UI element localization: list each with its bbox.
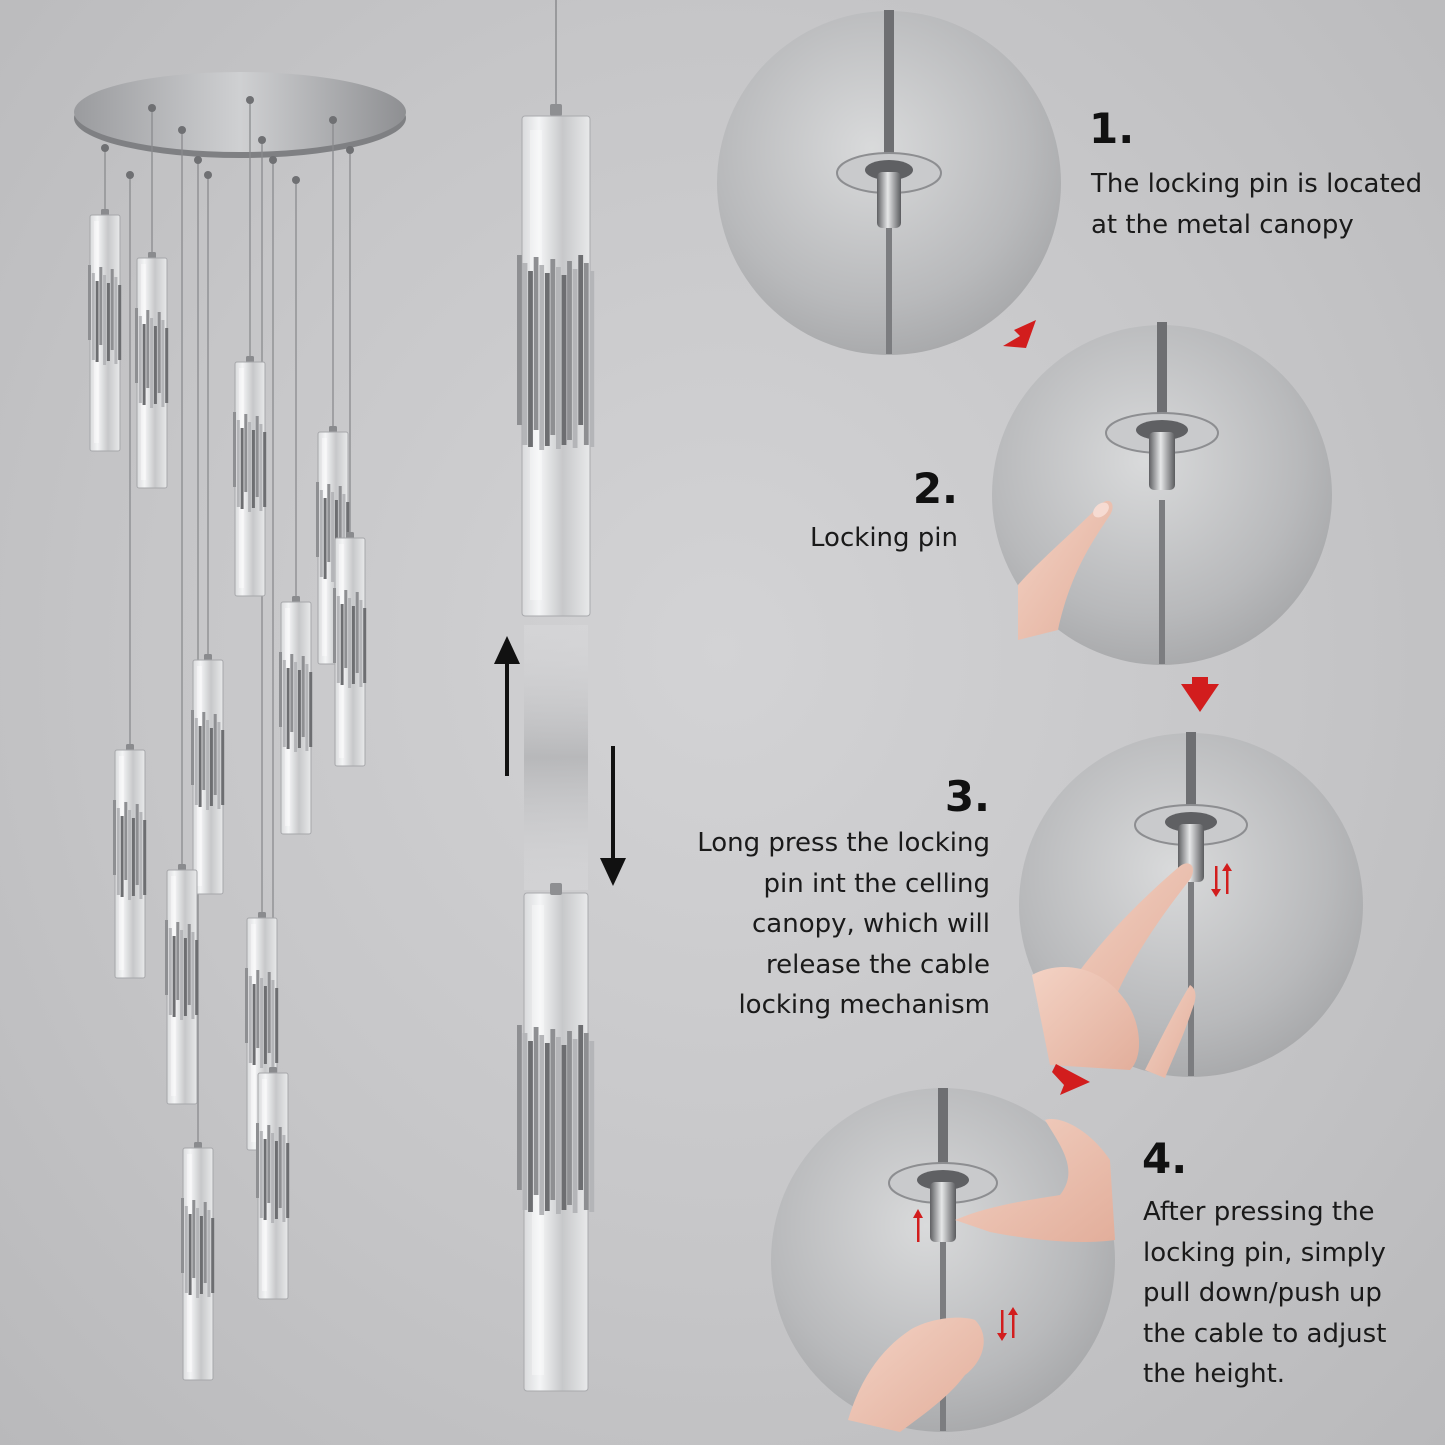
chandelier-pendant — [333, 532, 367, 767]
step-3-description: Long press the locking pin int the celli… — [697, 823, 990, 1026]
arrow-up-icon — [494, 636, 520, 776]
chandelier-pendant — [88, 209, 122, 452]
pendant-height-demo — [517, 0, 595, 1392]
step-3-line: pin int the celling — [763, 868, 990, 899]
step-4-line: locking pin, simply — [1143, 1237, 1386, 1268]
chandelier-pendant — [165, 864, 199, 1105]
chandelier-image — [74, 72, 406, 1381]
step-4-number: 4. — [1142, 1134, 1188, 1183]
chandelier-pendant — [233, 356, 267, 597]
step-4-line: pull down/push up — [1143, 1278, 1382, 1308]
step-4-line: the cable to adjust — [1143, 1318, 1387, 1349]
step-1-number: 1. — [1089, 104, 1135, 153]
step-4-line: the height. — [1143, 1359, 1286, 1389]
chandelier-pendant — [113, 744, 147, 979]
step-3-line: canopy, which will — [752, 909, 990, 939]
step-2-image — [992, 322, 1332, 665]
step-1-line: at the metal canopy — [1091, 209, 1354, 240]
step-2-number: 2. — [912, 464, 958, 513]
chandelier-pendant — [191, 654, 225, 895]
up-down-adjust-icon — [1211, 863, 1232, 897]
chandelier-pendant — [135, 252, 169, 489]
arrow-down-icon — [600, 746, 626, 886]
step-3-line: Long press the locking — [697, 828, 990, 858]
red-flow-arrow-icon — [1003, 320, 1219, 1095]
step-4-image — [771, 1088, 1115, 1432]
chandelier-pendant — [256, 1067, 290, 1300]
step-2-description: Locking pin — [810, 518, 958, 559]
step-3-line: locking mechanism — [738, 990, 990, 1020]
up-adjust-icon — [913, 1209, 923, 1242]
chandelier-pendant — [279, 596, 313, 835]
chandelier-pendant — [181, 1142, 215, 1381]
step-3-line: release the cable — [766, 949, 990, 980]
step-3-number: 3. — [944, 772, 990, 821]
up-down-adjust-icon — [997, 1307, 1018, 1341]
step-1-line: The locking pin is located — [1091, 169, 1423, 199]
step-1-image — [717, 10, 1061, 355]
step-2-line: Locking pin — [810, 523, 958, 553]
step-3-image — [1019, 732, 1363, 1078]
step-1-description: The locking pin is located at the metal … — [1091, 164, 1422, 245]
step-4-line: After pressing the — [1143, 1197, 1375, 1227]
step-4-description: After pressing the locking pin, simply p… — [1143, 1192, 1386, 1395]
